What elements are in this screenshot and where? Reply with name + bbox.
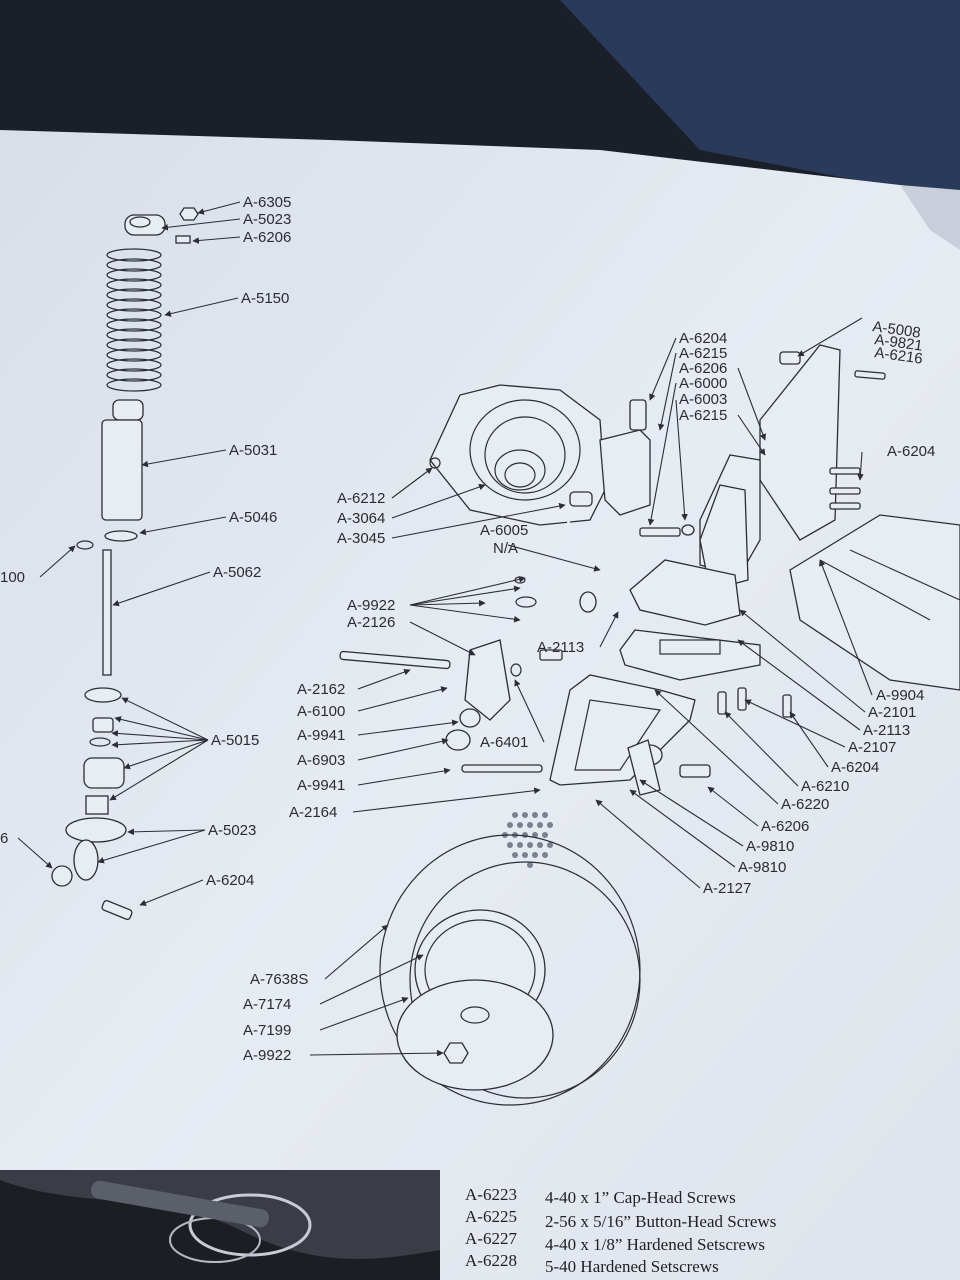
part-label: A-5046 xyxy=(229,509,277,526)
part-label: A-9941 xyxy=(297,777,345,794)
part-label: A-2113 xyxy=(863,722,910,739)
wheel-tire-assembly xyxy=(379,812,641,1106)
part-label: A-6204 xyxy=(206,872,254,889)
part-label: A-9810 xyxy=(738,859,786,876)
part-label: A-6005 xyxy=(480,522,528,539)
part-label: N/A xyxy=(493,540,518,557)
part-label: A-2101 xyxy=(868,704,916,721)
part-label: A-2162 xyxy=(297,681,345,698)
part-label: A-6212 xyxy=(337,490,385,507)
part-label: A-6305 xyxy=(243,194,291,211)
part-label: A-9821 xyxy=(873,331,923,355)
part-label: A-7199 xyxy=(243,1022,291,1039)
part-label: A-6100 xyxy=(297,703,345,720)
part-label: A-6204 xyxy=(679,330,727,347)
part-label: A-5062 xyxy=(213,564,261,581)
part-label: A-2113 xyxy=(537,639,584,656)
part-code: A-6228 xyxy=(465,1251,517,1270)
part-description: 5-40 Hardened Setscrews xyxy=(545,1257,719,1276)
part-label: A-9922 xyxy=(243,1047,291,1064)
paper-fold xyxy=(900,185,960,250)
chassis-assembly xyxy=(619,344,960,778)
shock-assembly xyxy=(51,207,199,920)
part-label: A-7174 xyxy=(243,996,291,1013)
part-label: A-9904 xyxy=(876,687,924,704)
part-label: A-5023 xyxy=(208,822,256,839)
part-description: 4-40 x 1/8” Hardened Setscrews xyxy=(545,1235,765,1254)
part-description: 2-56 x 5/16” Button-Head Screws xyxy=(545,1212,776,1231)
part-label: A-6206 xyxy=(761,818,809,835)
car-photo-inset xyxy=(0,1170,440,1280)
part-label: A-6204 xyxy=(831,759,879,776)
part-label: A-3045 xyxy=(337,530,385,547)
part-label: A-6215 xyxy=(679,345,727,362)
part-label: A-6000 xyxy=(679,375,727,392)
part-label: A-2164 xyxy=(289,804,337,821)
part-label: A-2126 xyxy=(347,614,395,631)
blue-mat xyxy=(560,0,960,200)
part-code: A-6227 xyxy=(465,1229,517,1248)
part-label: A-6003 xyxy=(679,391,727,408)
part-label: A-6204 xyxy=(887,443,935,460)
part-label: A-6220 xyxy=(781,796,829,813)
parts-table: A-6223 4-40 x 1” Cap-Head Screws A-6225 … xyxy=(465,1185,776,1276)
part-label: A-6401 xyxy=(480,734,528,751)
part-label: A-9810 xyxy=(746,838,794,855)
part-label: 6 xyxy=(0,830,8,847)
part-label: A-3064 xyxy=(337,510,385,527)
part-label: A-6206 xyxy=(243,229,291,246)
part-label: A-5008 xyxy=(871,318,921,342)
part-label: A-6210 xyxy=(801,778,849,795)
part-label: A-9941 xyxy=(297,727,345,744)
transmission-assembly xyxy=(339,384,695,773)
tire-tread-pattern xyxy=(502,812,553,868)
part-label: A-9922 xyxy=(347,597,395,614)
part-code: A-6225 xyxy=(465,1207,517,1226)
shock-spring xyxy=(106,248,162,392)
part-label: A-5031 xyxy=(229,442,277,459)
part-label: A-6215 xyxy=(679,407,727,424)
part-label: A-6903 xyxy=(297,752,345,769)
part-label: A-5023 xyxy=(243,211,291,228)
part-labels: A-6305 A-5023 A-6206 A-5150 A-5031 A-504… xyxy=(0,194,935,1064)
part-label: A-2127 xyxy=(703,880,751,897)
part-description: 4-40 x 1” Cap-Head Screws xyxy=(545,1188,736,1207)
part-label: A-6216 xyxy=(873,344,923,368)
part-label: A-6206 xyxy=(679,360,727,377)
part-label: A-5150 xyxy=(241,290,289,307)
rear-arm-assembly xyxy=(549,674,696,796)
part-label: 100 xyxy=(0,569,25,586)
part-label: A-7638S xyxy=(250,971,308,988)
part-label: A-2107 xyxy=(848,739,896,756)
part-code: A-6223 xyxy=(465,1185,517,1204)
leader-lines xyxy=(17,201,873,1057)
part-label: A-5015 xyxy=(211,732,259,749)
